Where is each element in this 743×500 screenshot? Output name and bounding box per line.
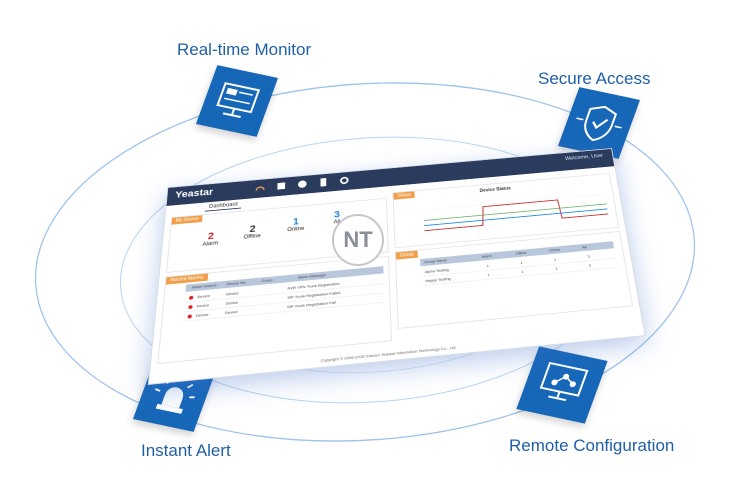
alarm-cell: Device [225,299,239,306]
group-col-alarm: Alarm [481,253,493,259]
stat-online[interactable]: 1 Online [279,215,313,233]
group-col-all: All [581,244,587,250]
alarm-cell: Device [195,311,209,318]
clock-icon[interactable] [297,179,309,190]
shield-icon [576,105,622,142]
alarm-cell: Device [197,293,211,300]
alarm-dot-icon [188,295,194,300]
group-cell: 1 [520,260,523,266]
alarm-cell: Device [224,309,238,316]
monitor-tile [195,65,279,137]
alarm-dot-icon [187,314,192,319]
brand-logo: Yeastar [174,187,214,201]
alarm-col-message: Alarm Message [297,272,326,280]
report-icon[interactable] [318,177,329,188]
gauge-icon[interactable] [254,182,266,193]
group-cell: 1 [486,263,490,269]
group-tag: Group [395,250,418,260]
secure-access-label: Secure Access [538,69,651,88]
alarm-col-device: Device Na... [226,279,250,287]
recent-alarms-panel: Recent Alarms Alarm Source Device Na... … [157,255,393,365]
secure-tile [557,87,641,159]
group-cell: 1 [487,272,490,278]
group-cell: 1 [553,257,557,262]
my-device-tag: My Device [171,215,203,225]
alarm-cell: Device [196,302,210,309]
remote-configuration-label: Remote Configuration [509,436,675,455]
group-cell: 3 [587,254,591,259]
watermark-text: NT [343,227,373,252]
group-cell: 1 [521,269,524,274]
alarm-col-group: Group [261,277,273,283]
alarm-cell: Device [226,290,239,297]
group-col-name: Group Name [424,257,448,265]
stat-offline[interactable]: 2 Offline [235,223,269,241]
alarm-cell: SIP Trunk Registration Fail [286,299,336,310]
realtime-monitor-label: Real-time Monitor [177,40,312,59]
group-cell: Happy Testing [425,276,451,284]
nt-watermark: NT [332,214,384,266]
monitor-icon [216,82,261,119]
user-label[interactable]: Welcome, User [564,153,604,162]
group-cell: 3 [588,262,592,268]
group-col-offline: Offline [515,250,527,256]
network-config-icon [539,361,589,402]
list-icon[interactable] [275,181,287,192]
remote-config-tile [516,346,608,424]
gear-icon[interactable] [339,175,351,186]
device-status-title: Device Status [479,185,512,194]
group-cell: 1 [554,266,558,271]
instant-alert-label: Instant Alert [141,441,231,460]
group-cell: Alpha Testing [424,267,449,275]
group-col-online: Online [548,247,561,253]
alarm-col-source: Alarm Source [191,282,217,290]
alarm-dot-icon [188,305,193,310]
tab-dashboard[interactable]: Dashboard [204,200,242,212]
stat-alarm[interactable]: 2 Alarm [193,230,228,249]
group-panel: Group Group Name Alarm Offline Online Al… [394,230,634,329]
device-status-chart [423,186,610,239]
status-tag: Status [393,191,415,200]
